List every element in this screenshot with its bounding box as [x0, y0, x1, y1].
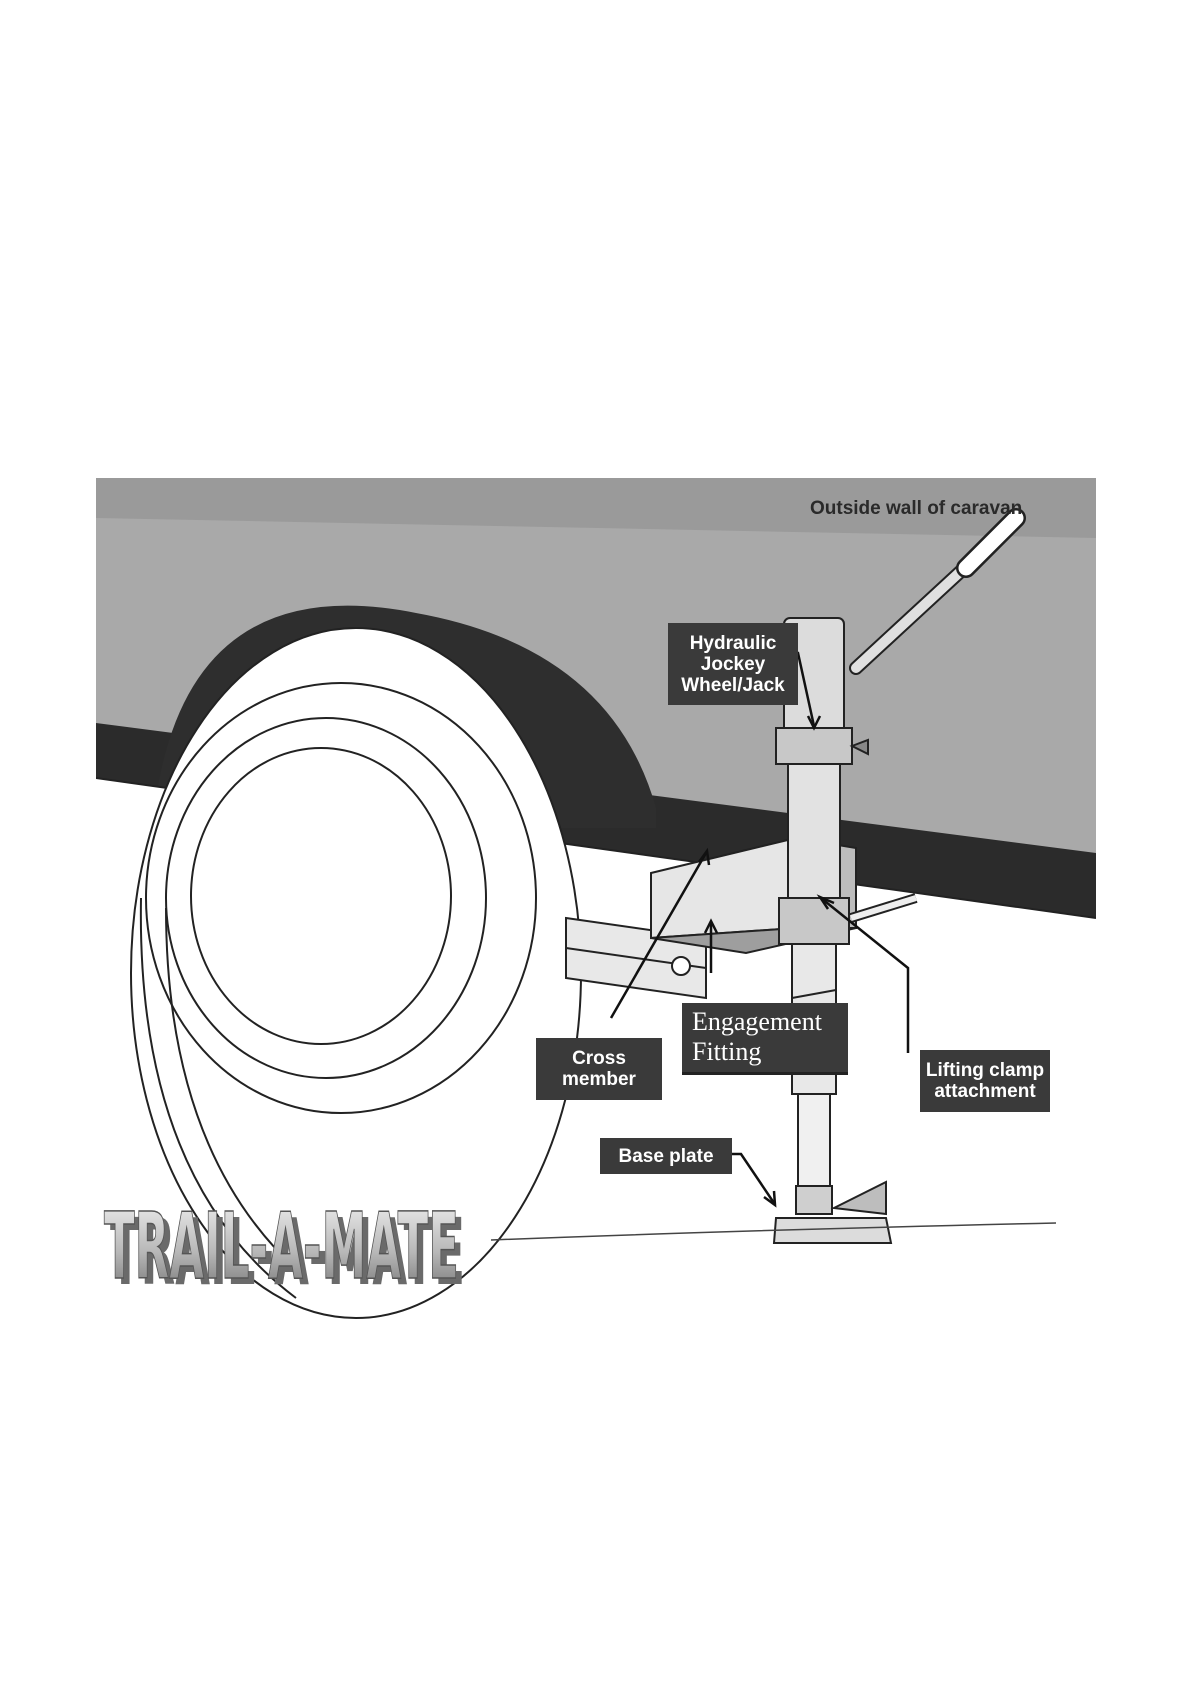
- label-cross-member: Cross member: [536, 1038, 662, 1100]
- label-lifting-clamp: Lifting clamp attachment: [920, 1050, 1050, 1112]
- diagram-illustration: TRAIL-A-MATE TRAIL-A-MATE: [96, 478, 1096, 1322]
- logo-text: TRAIL-A-MATE: [104, 1193, 459, 1300]
- trail-a-mate-logo: TRAIL-A-MATE TRAIL-A-MATE: [104, 1193, 465, 1306]
- label-base-plate: Base plate: [600, 1138, 732, 1174]
- wall-label: Outside wall of caravan: [810, 498, 1022, 520]
- label-engagement-fitting: Engagement Fitting: [682, 1003, 848, 1075]
- label-jack: Hydraulic Jockey Wheel/Jack: [668, 623, 798, 705]
- diagram-figure: TRAIL-A-MATE TRAIL-A-MATE Outside wall o…: [96, 478, 1096, 1322]
